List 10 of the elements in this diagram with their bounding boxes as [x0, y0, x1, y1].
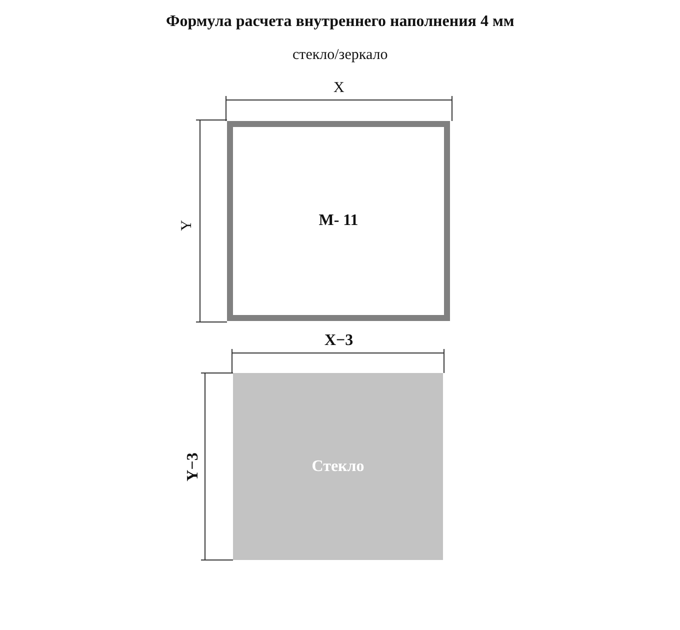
- dimension-label: X: [334, 80, 344, 96]
- subtitle: стекло/зеркало: [292, 48, 388, 62]
- frame-outline: [227, 121, 450, 321]
- dimension-label: X−3: [324, 333, 354, 349]
- dimension-label: Y−3: [184, 452, 201, 482]
- dimension-label: Y: [179, 220, 194, 230]
- part-label: Стекло: [312, 458, 364, 476]
- glass-panel: [233, 373, 443, 560]
- part-label: M- 11: [318, 212, 358, 230]
- title: Формула расчета внутреннего наполнения 4 мм: [166, 14, 514, 30]
